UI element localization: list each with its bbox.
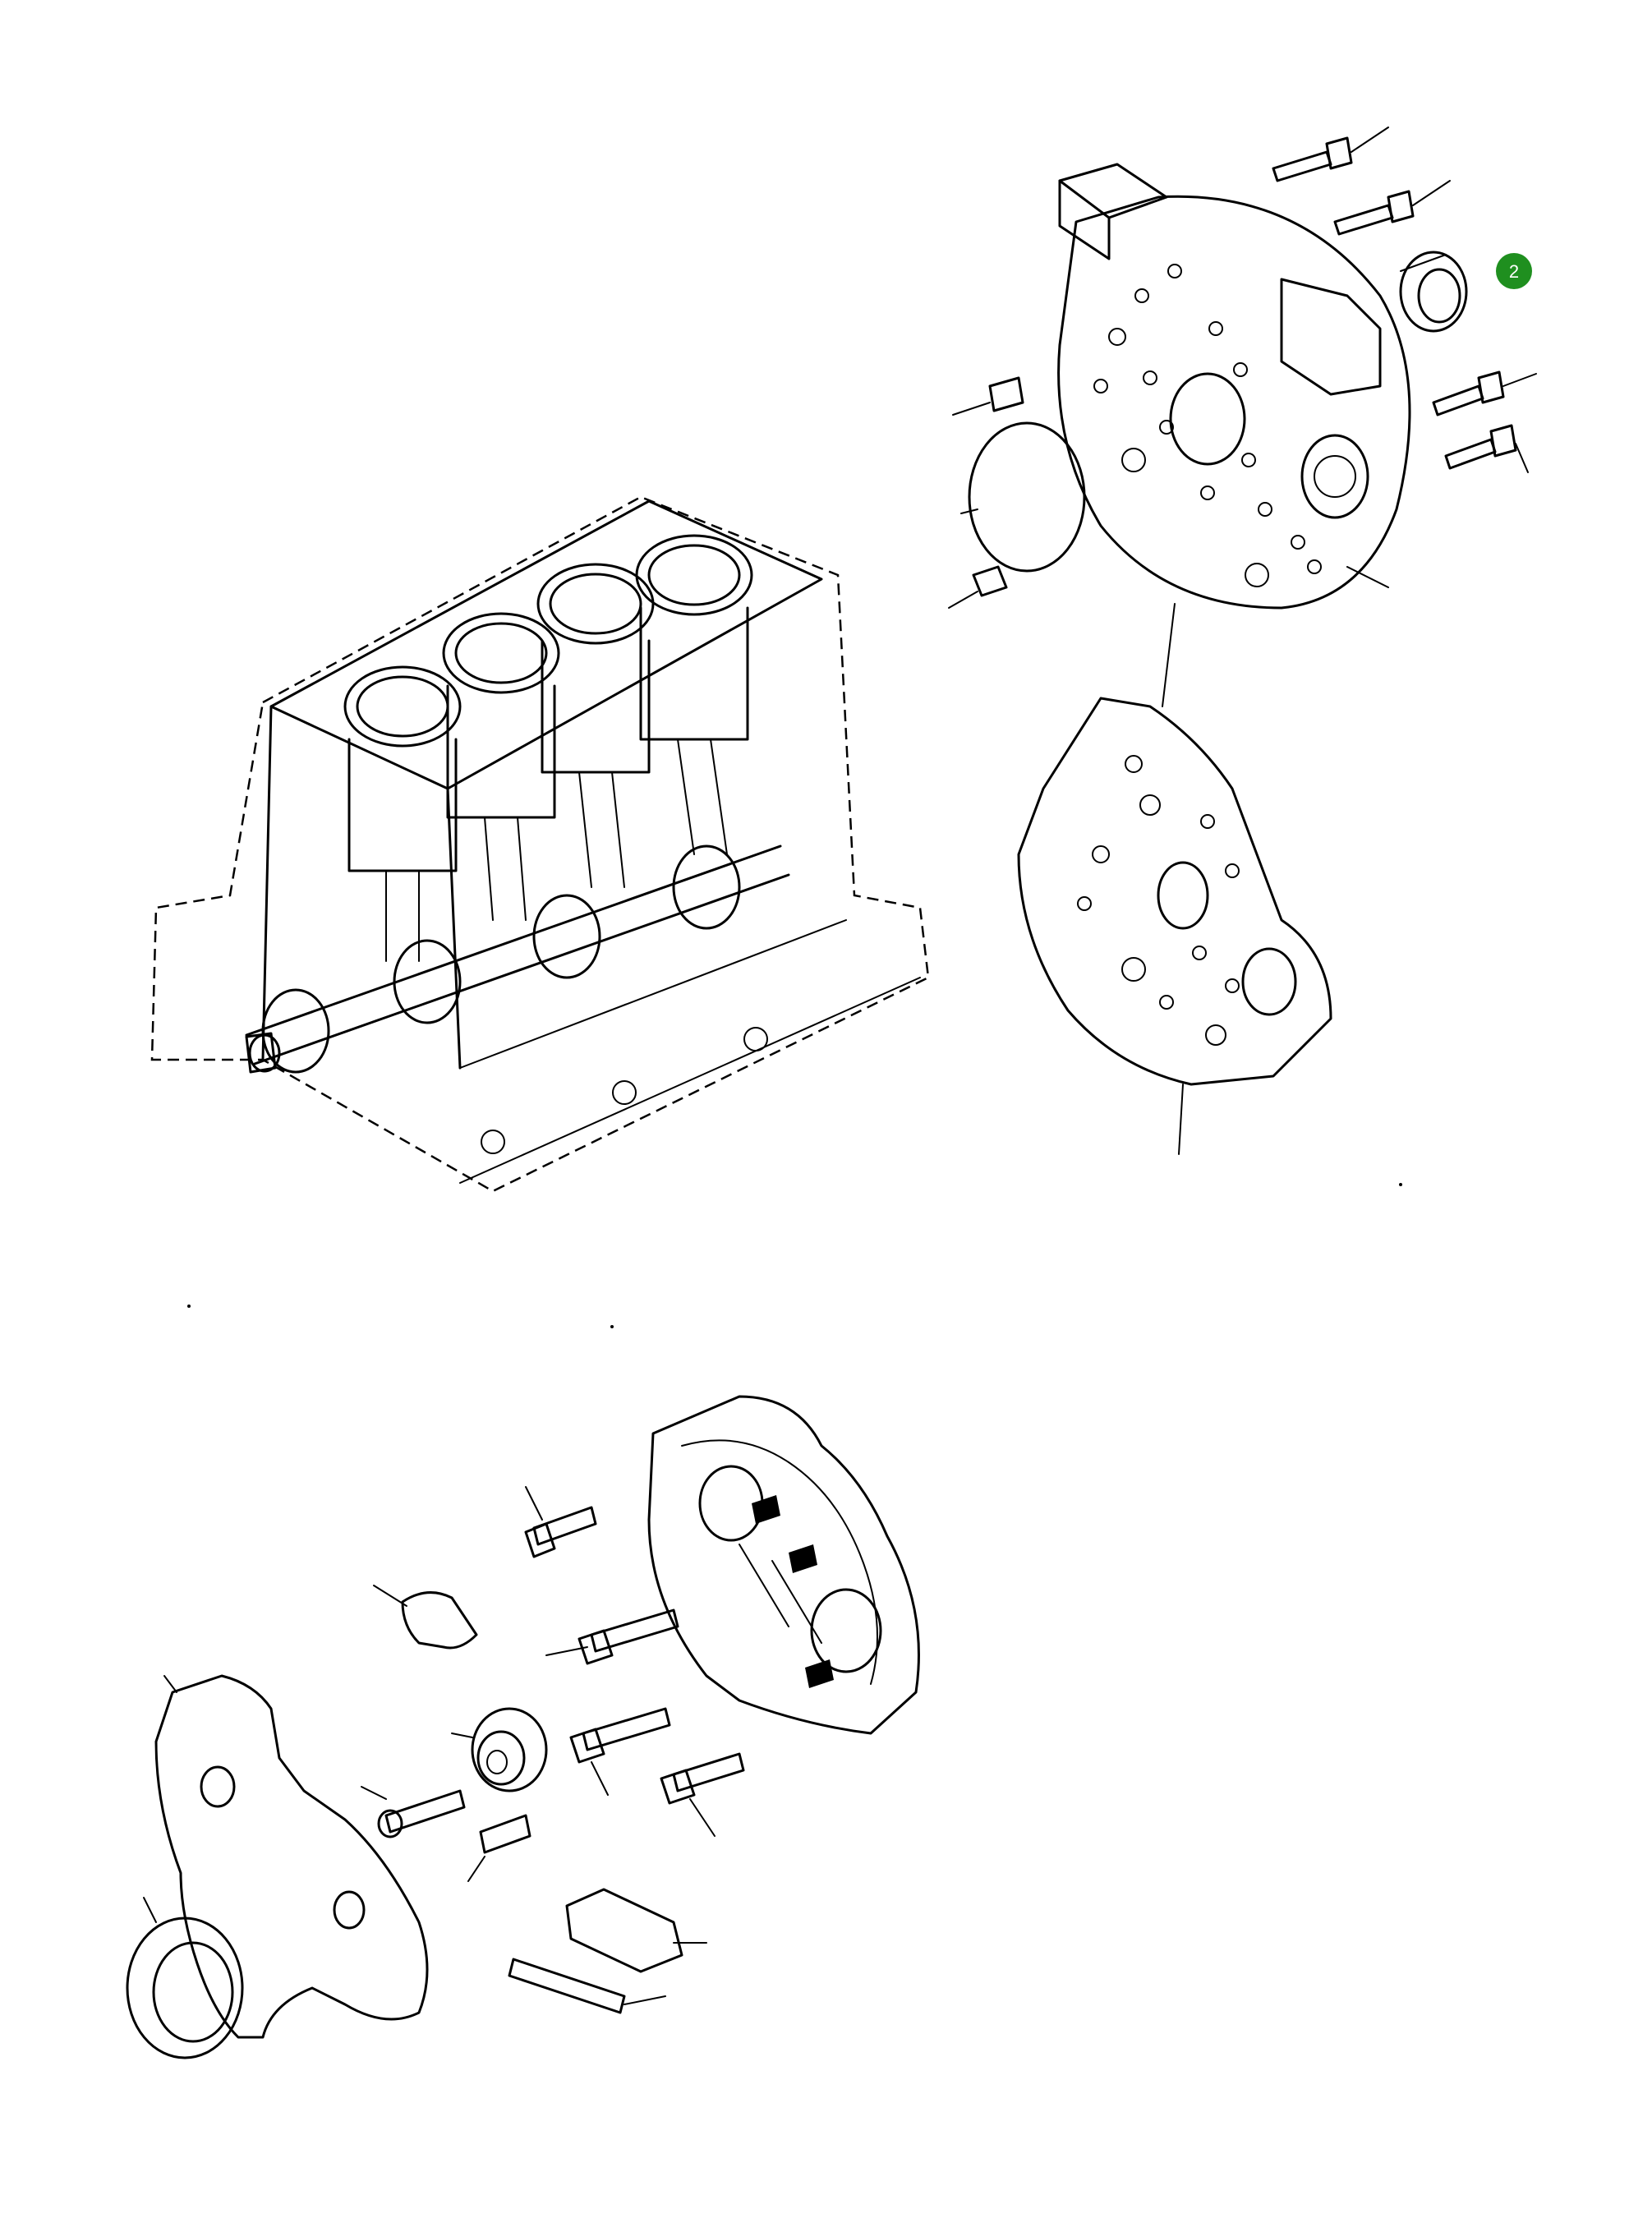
oil-seal-top <box>1399 251 1468 333</box>
bolt-long-2 <box>545 1608 679 1665</box>
dust-cover <box>565 1888 707 1973</box>
gasket <box>1017 697 1332 1155</box>
nut-bolt <box>467 1814 531 1882</box>
bolt-long-3 <box>569 1707 671 1796</box>
front-cover <box>154 1674 429 2039</box>
engine-block <box>150 495 930 1193</box>
hex-bolt-1 <box>1272 127 1389 182</box>
bolt-long-1 <box>524 1486 597 1558</box>
cover-plate <box>960 421 1086 573</box>
nut <box>948 565 1008 609</box>
socket-screw <box>361 1786 466 1838</box>
key-strip <box>508 1958 666 2014</box>
plug <box>952 376 1024 416</box>
hex-bolt-4 <box>1444 424 1529 473</box>
flywheel-housing <box>1057 163 1411 707</box>
thrust-washer <box>373 1585 478 1650</box>
callout-2-circle[interactable] <box>1496 253 1532 289</box>
front-oil-seal <box>126 1897 244 2059</box>
callout-2[interactable]: 2 <box>1496 253 1532 289</box>
idler-pulley <box>451 1707 548 1792</box>
hex-bolt-2 <box>1333 180 1451 236</box>
hex-bolt-3 <box>1432 370 1537 416</box>
bolt-long-4 <box>660 1752 745 1837</box>
timing-case <box>647 1395 920 1735</box>
callout-2-label[interactable]: 2 <box>1509 261 1519 282</box>
